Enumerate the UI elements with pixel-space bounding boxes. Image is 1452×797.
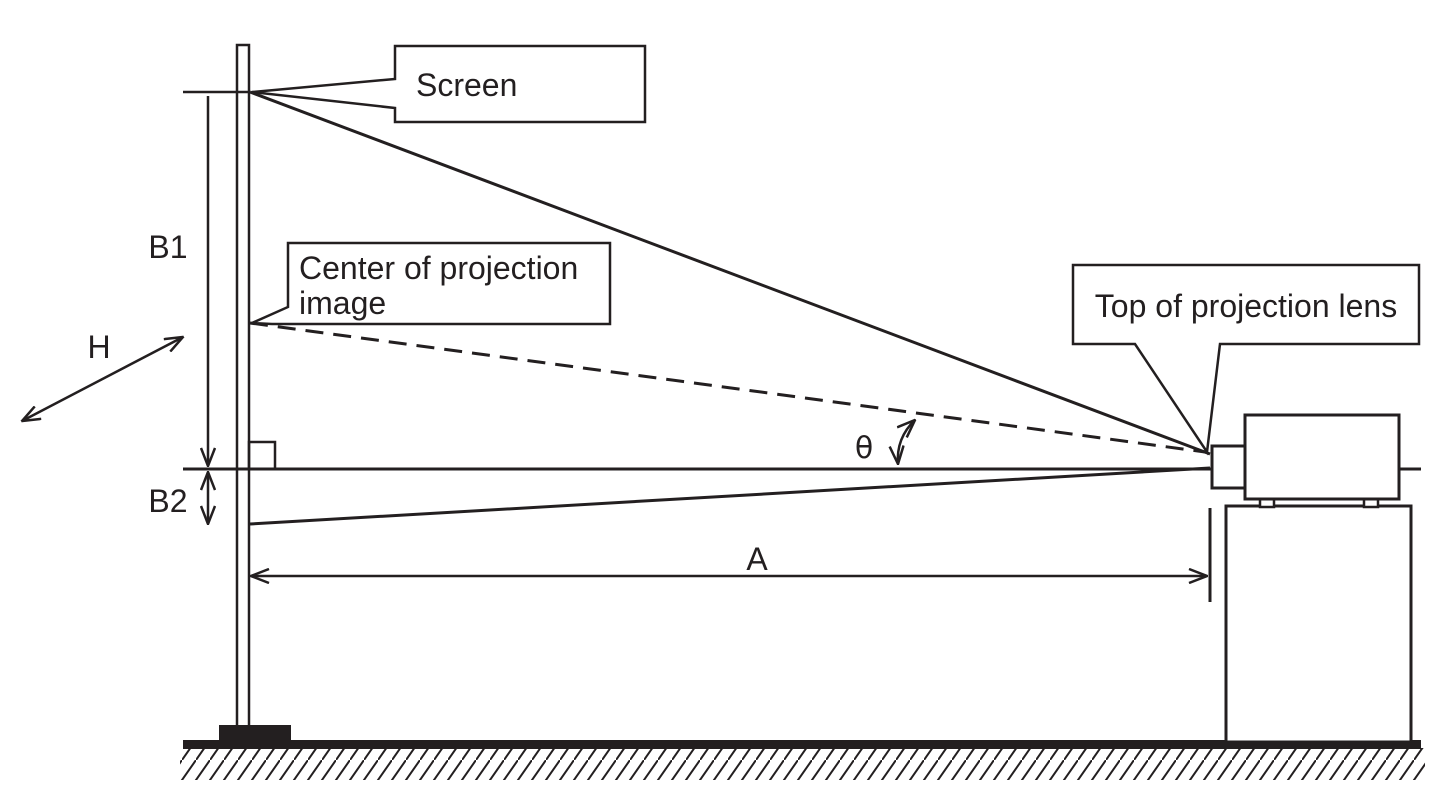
theta-arc-arrow xyxy=(898,420,915,464)
label-b1: B1 xyxy=(148,229,187,265)
label-a: A xyxy=(746,541,768,577)
dimension-a: A xyxy=(251,508,1212,602)
dimension-b1: B1 xyxy=(148,96,208,466)
callout-screen: Screen xyxy=(251,44,647,124)
projection-rays xyxy=(249,90,1211,526)
screen-base xyxy=(219,725,291,742)
projector xyxy=(1210,413,1413,744)
dimension-b2: B2 xyxy=(148,472,208,524)
callout-lens-box xyxy=(1071,263,1421,456)
dimension-h: H xyxy=(22,329,183,421)
projection-lens xyxy=(1210,444,1247,490)
floor-hatching xyxy=(180,748,1425,780)
right-angle-mark xyxy=(247,440,277,471)
label-theta: θ xyxy=(855,431,873,466)
callout-center: Center of projection image xyxy=(251,241,612,326)
label-h: H xyxy=(87,329,110,365)
screen-stand xyxy=(183,43,291,742)
label-center-line2: image xyxy=(299,285,386,321)
callout-center-box xyxy=(251,241,612,326)
projector-body xyxy=(1243,413,1401,501)
floor xyxy=(180,740,1425,780)
label-top-lens: Top of projection lens xyxy=(1095,288,1397,324)
ray-center-dashed xyxy=(249,321,1206,454)
label-b2: B2 xyxy=(148,483,187,519)
dimension-h-arrow xyxy=(22,337,183,421)
theta-angle: θ xyxy=(855,420,915,466)
ray-bottom xyxy=(249,466,1211,526)
label-screen: Screen xyxy=(416,67,517,103)
callout-screen-box xyxy=(251,44,647,124)
callout-top-lens: Top of projection lens xyxy=(1071,263,1421,456)
projector-table xyxy=(1224,504,1413,744)
screen-panel xyxy=(235,43,251,729)
label-center-line1: Center of projection xyxy=(299,250,578,286)
floor-line xyxy=(183,740,1421,749)
ray-top xyxy=(249,90,1211,456)
